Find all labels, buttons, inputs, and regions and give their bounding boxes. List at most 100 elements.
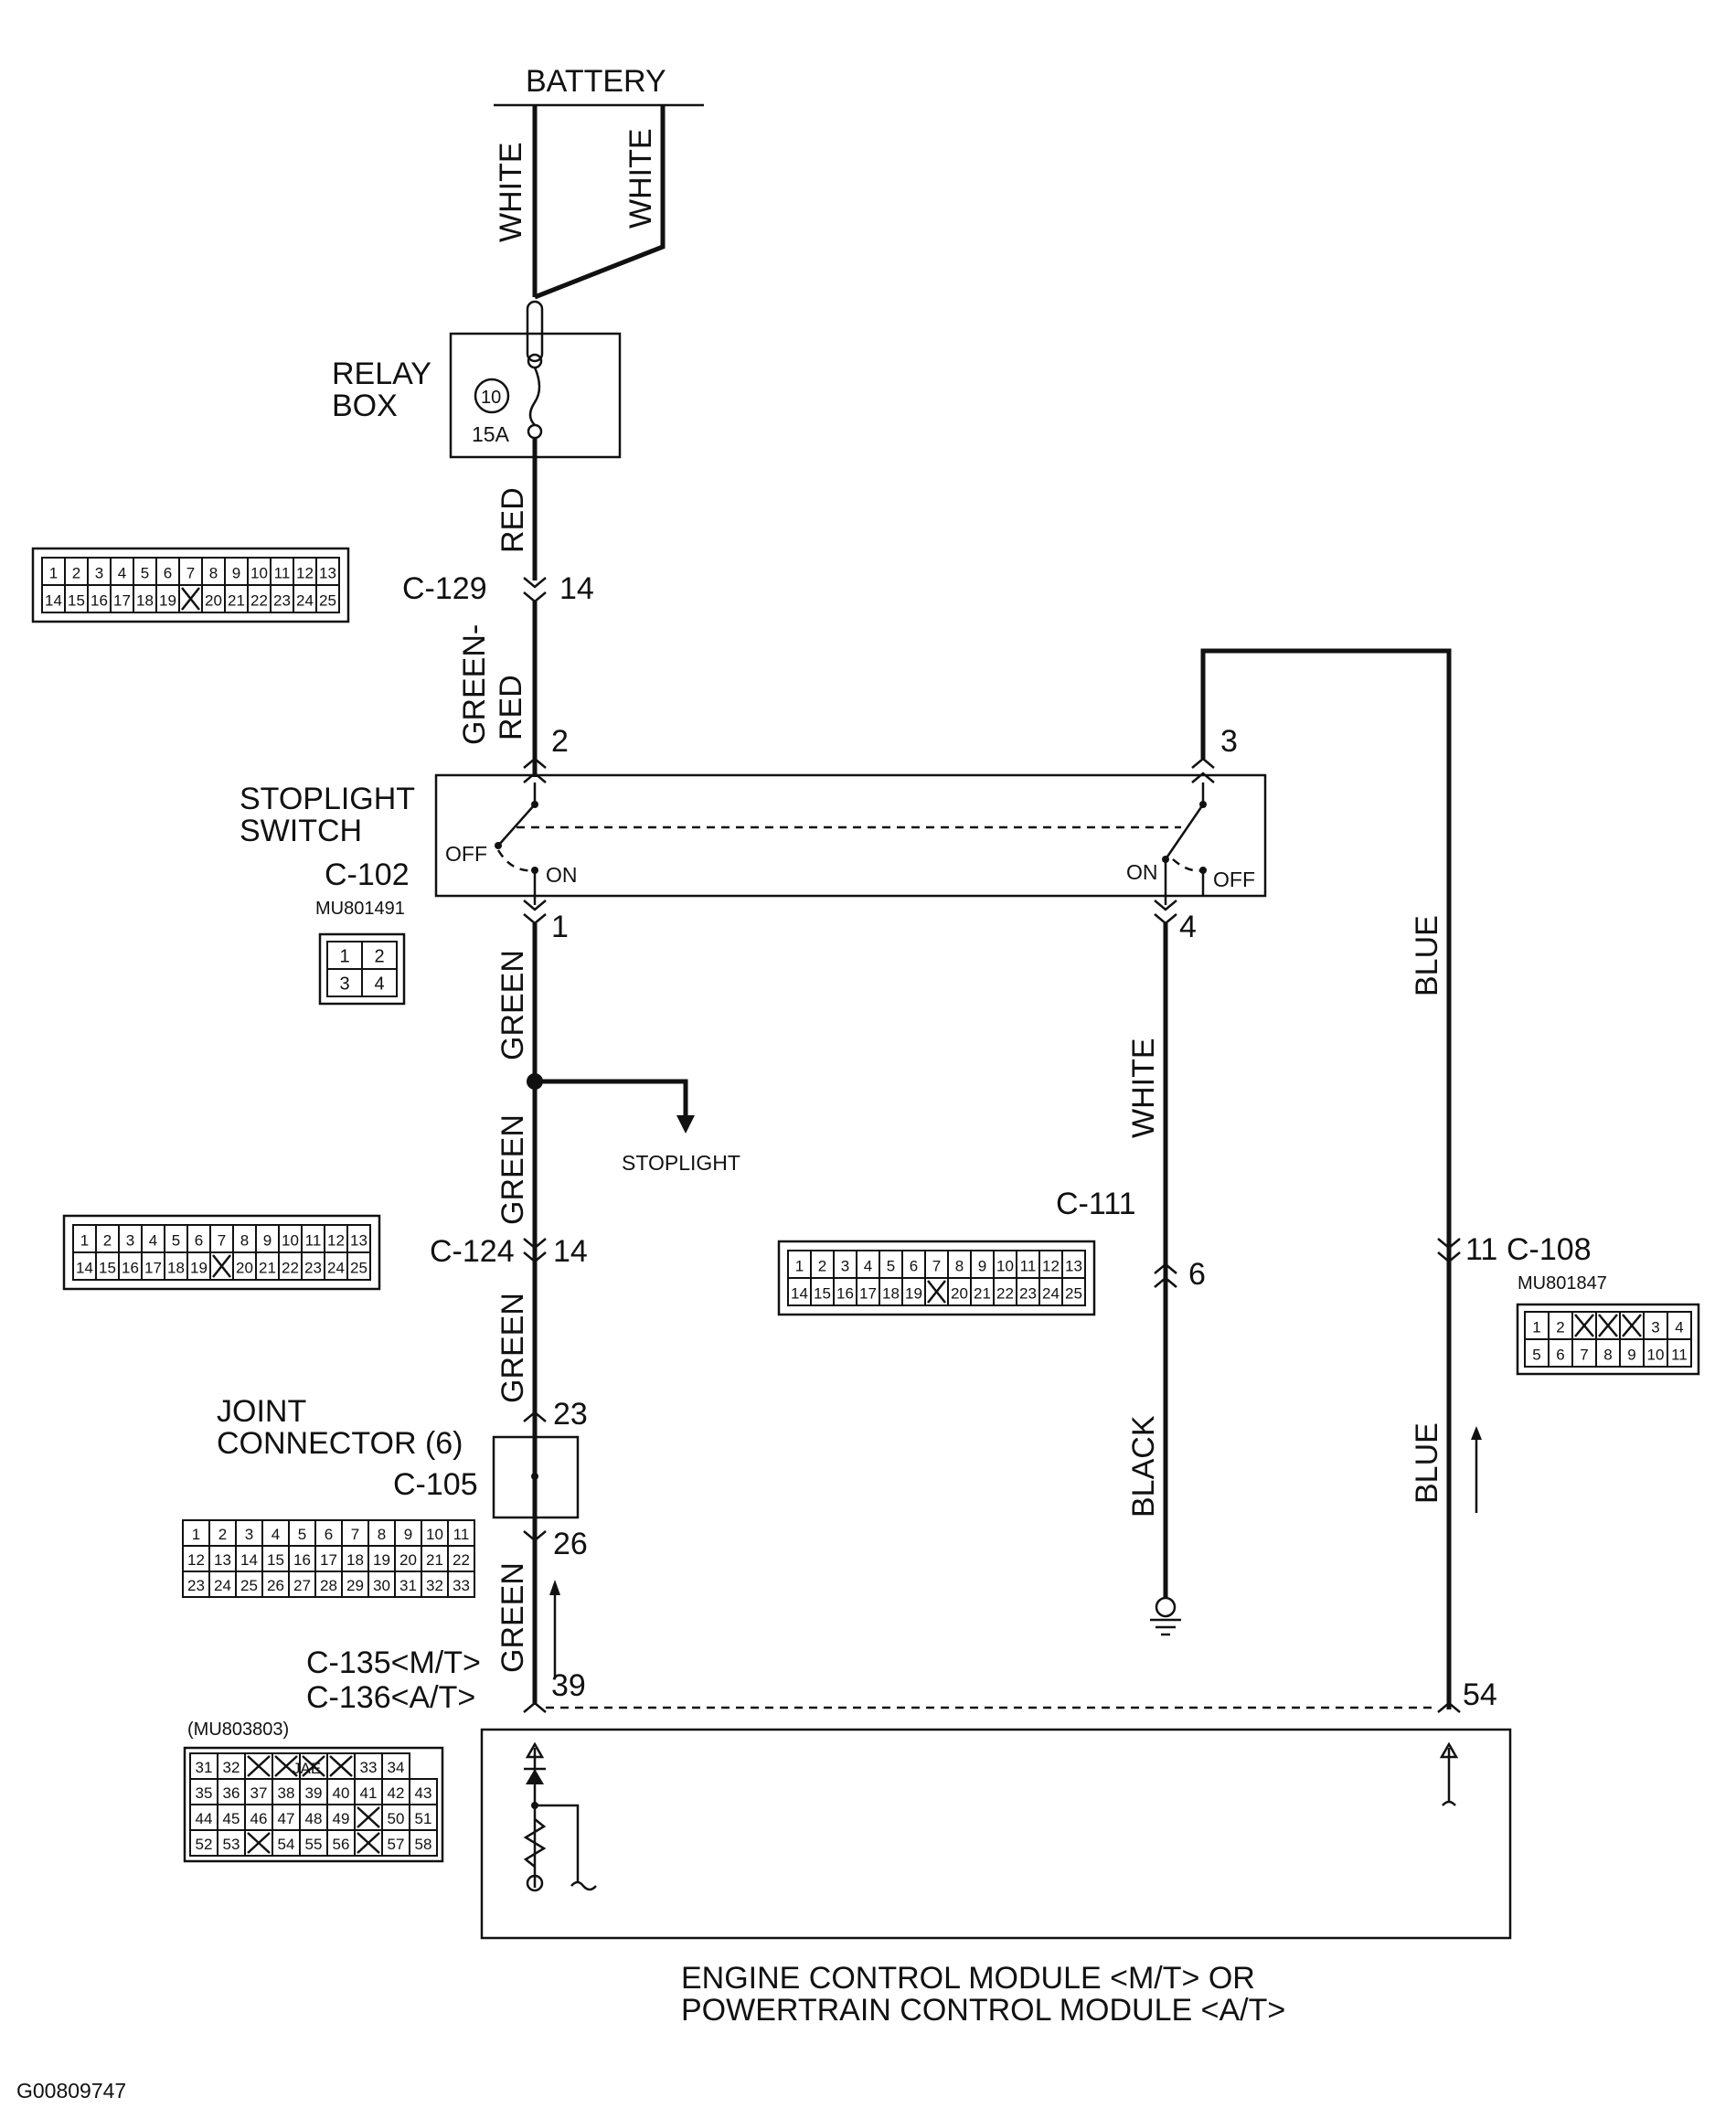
connector-cell [299, 1804, 328, 1831]
connector-cell [381, 1804, 410, 1831]
connector-pin-label: 16 [91, 592, 108, 610]
connector-pin-label: 14 [76, 1260, 93, 1277]
figure-id: G00809747 [16, 2079, 126, 2103]
ecm-ground-39 [526, 1874, 544, 1892]
fuse-terminal-bottom [527, 423, 543, 440]
connector-pin-label: 2 [374, 947, 384, 967]
stoplight-switch-label-1: STOPLIGHT [240, 782, 415, 816]
c108-name: C-108 [1507, 1232, 1592, 1267]
stoplight-switch-box [434, 773, 1267, 898]
relay-box-label-1: RELAY [332, 357, 431, 391]
connector-pin-label: 40 [333, 1784, 350, 1802]
connector-pin-label: 15 [267, 1551, 284, 1569]
connector-pin-label: 14 [791, 1285, 808, 1303]
connector-cell [299, 1778, 328, 1805]
connector-pin-label: 55 [305, 1836, 323, 1853]
fuse-number: 10 [481, 388, 501, 408]
connector-cell [314, 1545, 343, 1572]
connector-pin-label: 22 [282, 1260, 299, 1277]
connector-pin-label: 22 [453, 1551, 470, 1569]
switch-travel-left [496, 849, 536, 872]
joint-connector-label-2: CONNECTOR (6) [217, 1426, 463, 1461]
connector-cell [421, 1519, 449, 1547]
connector-outline [777, 1240, 1096, 1316]
connector-pin-label: 5 [141, 565, 149, 582]
connector-pin-label: 10 [282, 1232, 299, 1250]
ecm-diode [526, 1769, 544, 1784]
connector-pin-label: 2 [72, 565, 80, 582]
connector-pin-label: 18 [882, 1285, 900, 1303]
connector-cell [947, 1277, 972, 1306]
connector-blank-mark [302, 1755, 325, 1777]
connector-pin-label: 20 [236, 1260, 253, 1277]
connector-cell [421, 1571, 449, 1598]
switch-off-right: OFF [1213, 868, 1255, 891]
connector-pin-label: 13 [319, 565, 336, 582]
battery-label: BATTERY [526, 64, 666, 99]
connector-pin-label: 10 [996, 1258, 1014, 1275]
connector-pin-label: 23 [273, 592, 291, 610]
connector-pin-label: 1 [1532, 1319, 1540, 1336]
connector-pin-label: 30 [373, 1577, 390, 1594]
connector-pin-label: 21 [259, 1260, 276, 1277]
connector-pin-label: 18 [346, 1551, 364, 1569]
blue-flow-arrow [1471, 1426, 1482, 1440]
ecm-input-arrow-54 [1439, 1741, 1459, 1759]
connector-pin-label: 9 [1627, 1347, 1635, 1364]
c111-name: C-111 [1056, 1187, 1136, 1221]
wire-label-blue-1: BLUE [1410, 915, 1444, 996]
connector-cell [272, 1829, 301, 1857]
connector-cell [261, 1519, 290, 1547]
connector-cell [235, 1571, 263, 1598]
connector-pin-label: 2 [218, 1526, 227, 1543]
connector-pin-label: 56 [333, 1836, 350, 1853]
connector-cell [261, 1571, 290, 1598]
connector-pin-label: 35 [196, 1784, 213, 1802]
connector-pin-label: 45 [223, 1810, 240, 1827]
connector-pin-label: 4 [1675, 1319, 1683, 1336]
connector-pin-label: 9 [404, 1526, 412, 1543]
connector-pin-label: 15 [814, 1285, 831, 1303]
connector-pin-label: 7 [1580, 1347, 1588, 1364]
wire-battery-white-right [534, 105, 666, 300]
connector-pin-label: 8 [209, 565, 218, 582]
connector-pin-label: 14 [45, 592, 62, 610]
connector-cell [856, 1250, 880, 1279]
c135-name: C-135<M/T> [306, 1645, 481, 1680]
connector-pin-label: 32 [223, 1759, 240, 1776]
ecm-resistor [523, 1818, 547, 1868]
connector-cell [72, 1251, 97, 1281]
ecm-input-arrow-39 [525, 1741, 545, 1759]
connector-cell [1061, 1250, 1086, 1279]
stoplight-arrow [676, 1115, 695, 1134]
fuse-element [528, 367, 541, 426]
wire-label-black: BLACK [1126, 1415, 1161, 1517]
wire-label-green-red-1: GREEN- [457, 624, 492, 745]
connector-cell [288, 1545, 316, 1572]
connector-pin-label: 10 [1647, 1347, 1665, 1364]
connector-pin-label: 22 [250, 592, 268, 610]
connector-pin-label: 3 [126, 1232, 134, 1250]
connector-pin-label: 8 [1603, 1347, 1612, 1364]
connector-cell [95, 1251, 120, 1281]
connector-pin-label: 14 [240, 1551, 258, 1569]
connector-pin-label: 11 [1671, 1347, 1688, 1364]
connector-cell [1571, 1338, 1597, 1368]
ground-eyelet [1155, 1596, 1177, 1618]
connector-cell [224, 584, 249, 613]
connector-cell [189, 1829, 218, 1857]
connector-pin-label: 23 [304, 1260, 322, 1277]
connector-cell [1643, 1338, 1668, 1368]
connector-pin-label: 7 [351, 1526, 359, 1543]
connector-blank-mark [1574, 1314, 1594, 1337]
connector-cell [993, 1277, 1017, 1306]
connector-pin-label: 48 [305, 1810, 323, 1827]
connector-pin-label: 15 [68, 592, 85, 610]
fuse-holder [526, 300, 544, 363]
connector-cell [833, 1277, 857, 1306]
connector-pin-label: 8 [240, 1232, 249, 1250]
connector-cell [182, 1571, 210, 1598]
wire-label-batt-right: WHITE [623, 128, 658, 229]
